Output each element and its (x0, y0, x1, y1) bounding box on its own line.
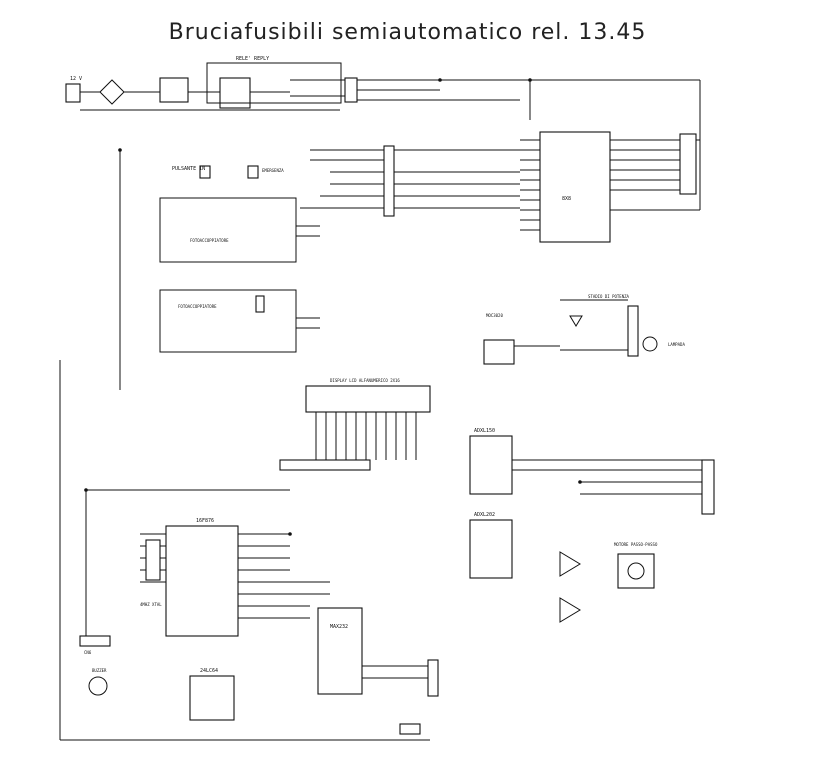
supply-label: 12 V (70, 76, 82, 82)
max232-section: MAX232 (317, 607, 439, 697)
power-supply-section: 12 V RELE' REPLY (65, 56, 700, 120)
max232-label: MAX232 (330, 624, 348, 630)
quartz-label: 4MHZ XTAL (140, 602, 162, 607)
db9-connector (427, 659, 439, 697)
relay-block-label: RELE' REPLY (236, 56, 269, 62)
connector-strip (383, 145, 395, 217)
lamp-label: LAMPADA (668, 342, 685, 347)
emergency-button (247, 165, 259, 179)
adxl150-label: ADXL150 (474, 428, 495, 434)
mcu-connector (79, 635, 111, 647)
segment-connector (679, 133, 697, 195)
accelerometer-section: ADXL150 ADXL202 MOTORE PASSO-PASSO (469, 428, 715, 623)
opto-block-2 (159, 289, 297, 353)
buzzer (88, 676, 108, 696)
triac (569, 315, 583, 327)
buzzer-label: BUZZER (92, 668, 107, 673)
sensor-connector (701, 459, 715, 515)
lamp (642, 336, 658, 352)
eeprom-section: 24LC64 BUZZER (59, 360, 430, 741)
main-ic-label: 8X8 (562, 196, 571, 202)
triac-stage-label: STADIO DI POTENZA (588, 294, 630, 299)
mcu-section: 16F876 4MHZ XTAL CN6 (79, 489, 330, 655)
pic-mcu-label: 16F876 (196, 518, 214, 524)
eeprom-ic (189, 675, 235, 721)
mcu-connector-label: CN6 (84, 650, 92, 655)
dc-jack (65, 83, 81, 103)
moc-label: MOC3020 (486, 313, 503, 318)
opto-label-2: FOTOACCOPPIATORE (178, 304, 217, 309)
junctions (84, 78, 582, 536)
lcd-section: DISPLAY LCD ALFANUMERICO 2X16 (279, 378, 431, 471)
regulator-7805 (159, 77, 189, 103)
adxl150-ic (469, 435, 513, 495)
adxl202-ic (469, 519, 513, 579)
eeprom-label: 24LC64 (200, 668, 218, 674)
bridge-rectifier (99, 79, 125, 105)
moc-ic (483, 339, 515, 365)
relay-coil (255, 295, 265, 313)
relay-block (206, 62, 342, 104)
stepper-motor (617, 553, 655, 589)
bottom-terminal (399, 723, 421, 735)
start-button (199, 165, 211, 179)
opamp-2 (559, 597, 581, 623)
lcd-module (305, 385, 431, 413)
triac-section: MOC3020 STADIO DI POTENZA LAMPADA (483, 294, 685, 365)
main-ic-section: 8X8 (520, 80, 701, 243)
mains-terminal (627, 305, 639, 357)
stepper-label: MOTORE PASSO-PASSO (614, 542, 658, 547)
start-button-label: PULSANTE IN (172, 166, 205, 172)
main-ic (539, 131, 611, 243)
emergency-button-label: EMERGENZA (262, 168, 284, 173)
opto-label-1: FOTOACCOPPIATORE (190, 238, 229, 243)
dip-switch (145, 539, 161, 581)
diagram-title: Bruciafusibili semiautomatico rel. 13.45 (168, 20, 647, 45)
center-connector: PULSANTE IN EMERGENZA (172, 145, 520, 217)
adxl202-label: ADXL202 (474, 512, 495, 518)
lcd-header (279, 459, 371, 471)
lcd-label: DISPLAY LCD ALFANUMERICO 2X16 (330, 378, 400, 383)
opto-section: FOTOACCOPPIATORE FOTOACCOPPIATORE (119, 150, 320, 390)
stepper-rotor (627, 562, 645, 580)
opto-block-1 (159, 197, 297, 263)
power-terminal (344, 77, 358, 103)
opamp-1 (559, 551, 581, 577)
pic-mcu (165, 525, 239, 637)
max232-ic (317, 607, 363, 695)
